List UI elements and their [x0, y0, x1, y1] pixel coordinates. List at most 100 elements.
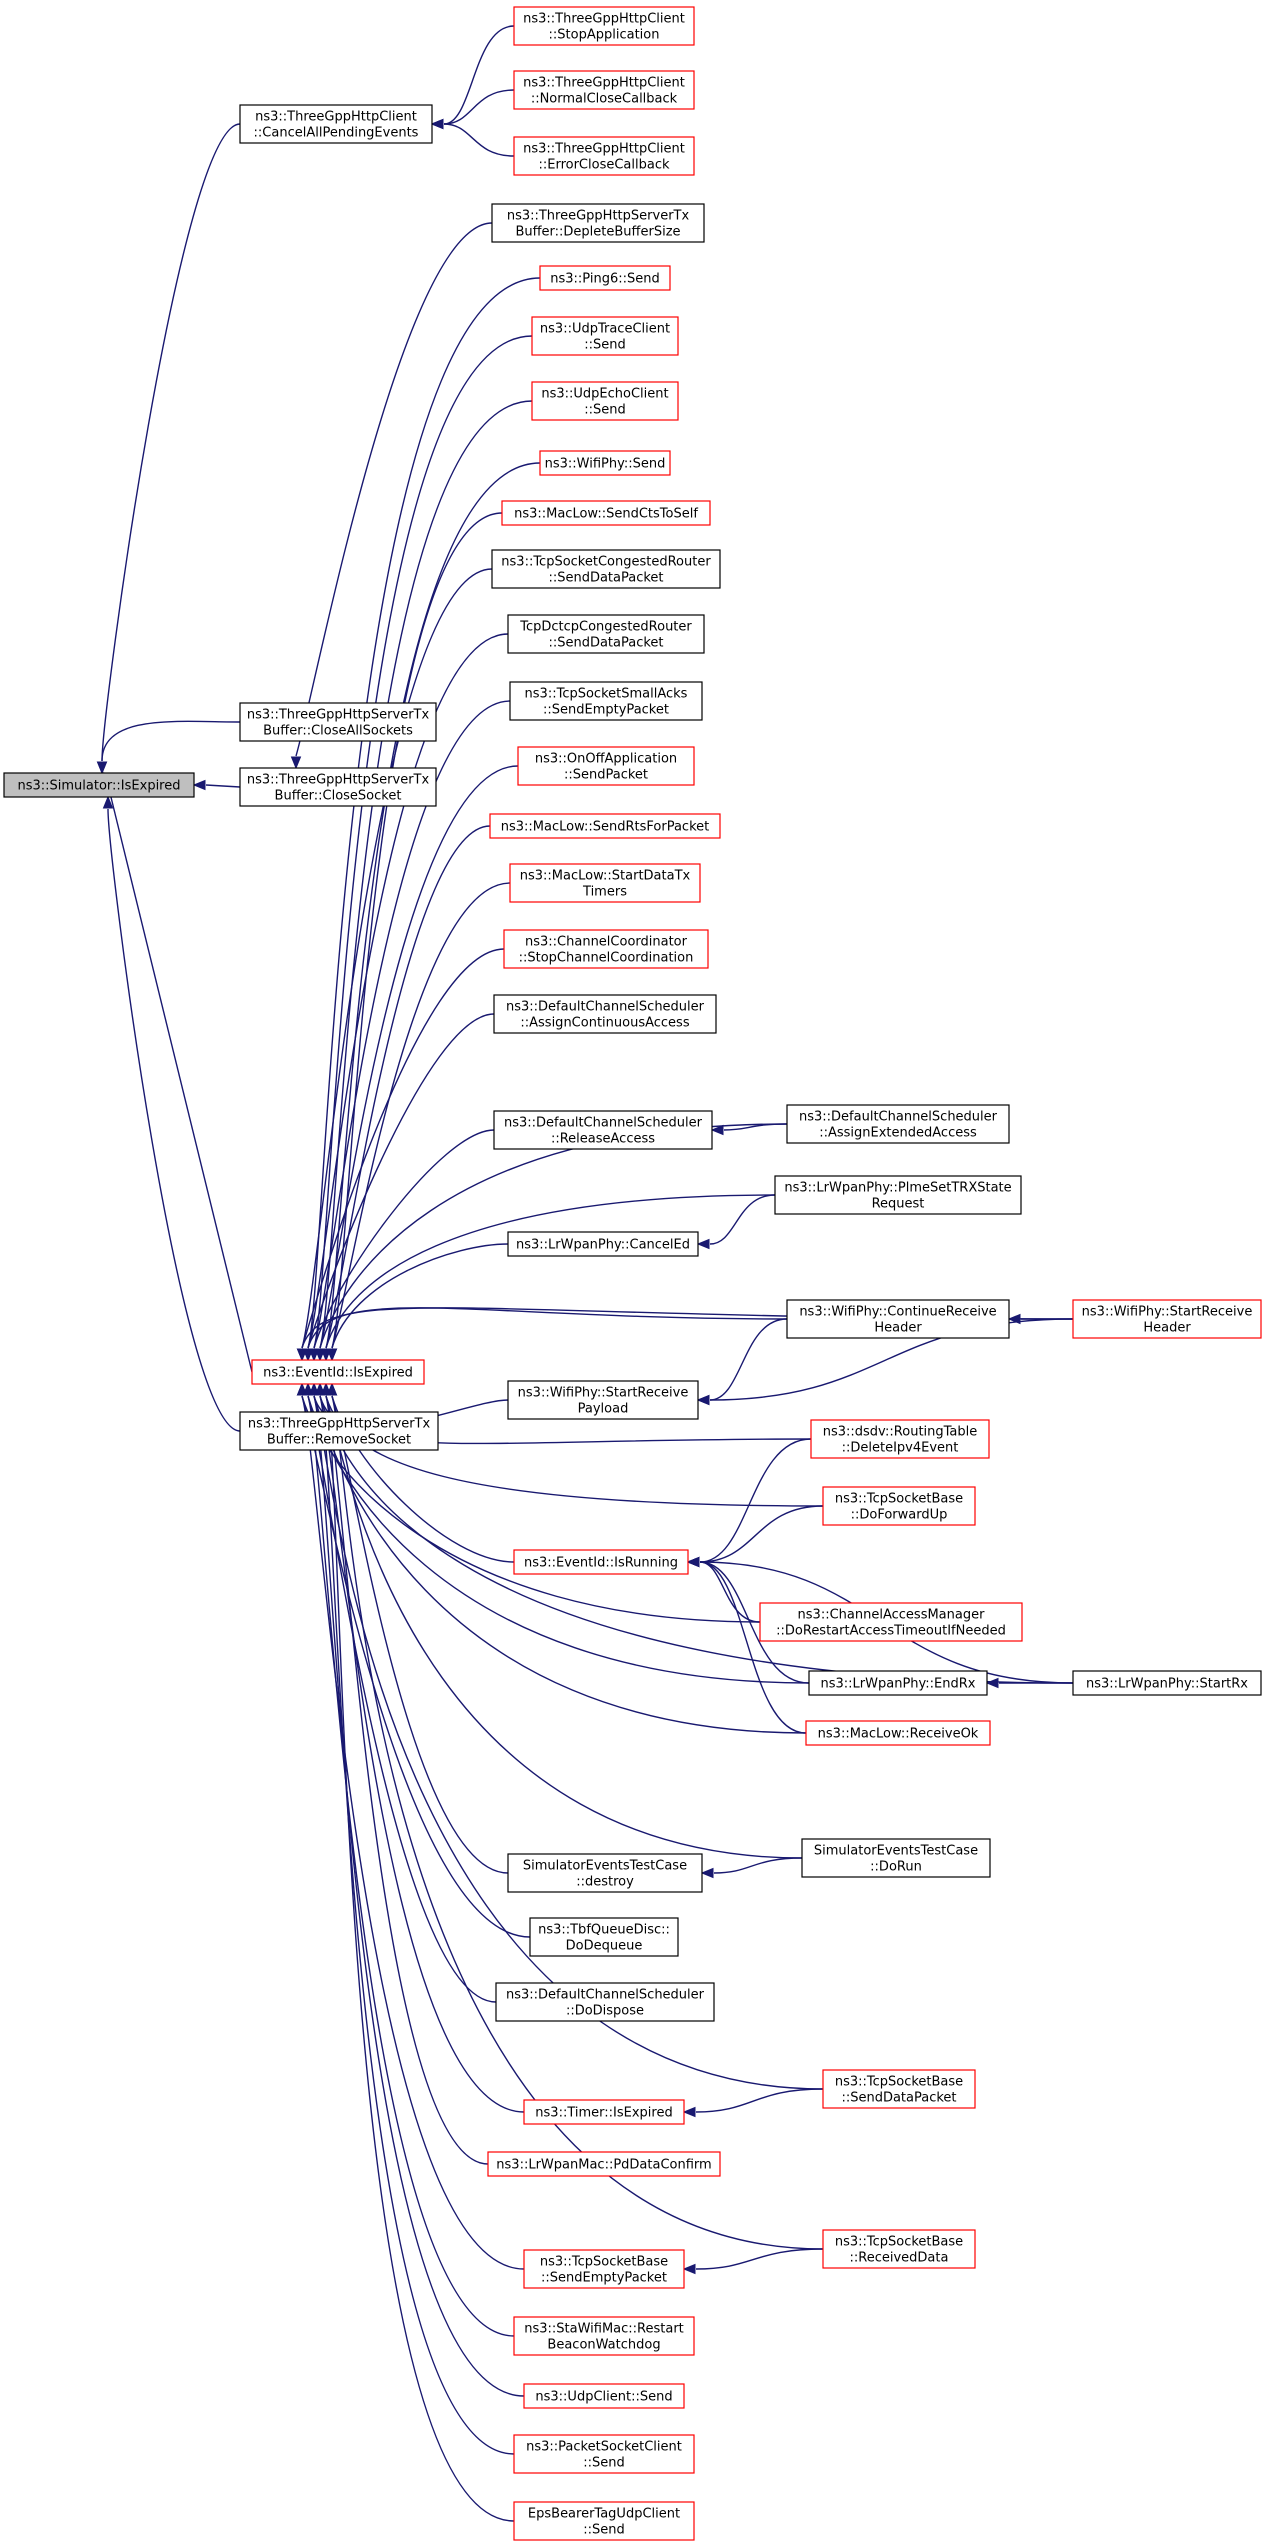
node-cancelAll[interactable]: ns3::ThreeGppHttpClient::CancelAllPendin… — [239, 104, 433, 144]
node-packetSock[interactable]: ns3::PacketSocketClient::Send — [513, 2434, 695, 2474]
node-label: ::DoRun — [870, 1860, 922, 1875]
node-dsdv[interactable]: ns3::dsdv::RoutingTable::DeleteIpv4Event — [810, 1419, 990, 1459]
edge-dctcp-to-evIsExpired — [307, 633, 509, 1349]
node-tbf[interactable]: ns3::TbfQueueDisc::DoDequeue — [529, 1917, 679, 1957]
node-tcpCongested[interactable]: ns3::TcpSocketCongestedRouter::SendDataP… — [491, 549, 721, 589]
edge-timerExpired-to-evIsExpired — [319, 1395, 525, 2113]
node-closeAll[interactable]: ns3::ThreeGppHttpServerTxBuffer::CloseAl… — [239, 702, 437, 742]
node-sendRts[interactable]: ns3::MacLow::SendRtsForPacket — [489, 813, 721, 839]
node-pdData[interactable]: ns3::LrWpanMac::PdDataConfirm — [487, 2151, 721, 2177]
node-receiveOk[interactable]: ns3::MacLow::ReceiveOk — [805, 1720, 991, 1746]
node-timerExpired[interactable]: ns3::Timer::IsExpired — [523, 2099, 685, 2125]
edge-closeSocket-to-root — [205, 784, 241, 788]
node-box — [513, 2434, 695, 2474]
arrowheads-layer — [96, 118, 1021, 2275]
node-errorClose[interactable]: ns3::ThreeGppHttpClient::ErrorCloseCallb… — [513, 136, 695, 176]
node-label: ::DoRestartAccessTimeoutIfNeeded — [776, 1624, 1006, 1639]
nodes-layer: ns3::Simulator::IsExpiredns3::ThreeGppHt… — [3, 6, 1262, 2541]
node-box — [503, 929, 709, 969]
edge-endRx-to-isRunning — [699, 1561, 810, 1684]
node-root[interactable]: ns3::Simulator::IsExpired — [3, 772, 195, 798]
node-release[interactable]: ns3::DefaultChannelScheduler::ReleaseAcc… — [493, 1110, 713, 1150]
node-label: Header — [1143, 1321, 1191, 1336]
node-label: ns3::EventId::IsExpired — [263, 1366, 413, 1381]
arrowhead-startRecvHdr-to-contRecv — [1007, 1313, 1021, 1325]
node-label: ::Send — [584, 338, 626, 353]
node-deplete[interactable]: ns3::ThreeGppHttpServerTxBuffer::Deplete… — [491, 203, 705, 243]
node-tcpRecvData[interactable]: ns3::TcpSocketBase::ReceivedData — [822, 2229, 976, 2269]
node-label: ns3::LrWpanPhy::StartRx — [1086, 1677, 1248, 1692]
node-label: ::CancelAllPendingEvents — [254, 126, 419, 141]
node-label: ns3::ThreeGppHttpServerTx — [247, 708, 430, 723]
node-label: ns3::ChannelAccessManager — [798, 1608, 986, 1623]
arrowhead-deplete-to-closeSocket — [290, 756, 302, 770]
node-epsBearer[interactable]: EpsBearerTagUdpClient::Send — [513, 2501, 695, 2541]
node-isRunning[interactable]: ns3::EventId::IsRunning — [513, 1549, 689, 1575]
node-box — [491, 203, 705, 243]
node-tcpSendData[interactable]: ns3::TcpSocketBase::SendDataPacket — [822, 2069, 976, 2109]
node-udpEcho[interactable]: ns3::UdpEchoClient::Send — [531, 381, 679, 421]
node-endRx[interactable]: ns3::LrWpanPhy::EndRx — [808, 1670, 988, 1696]
node-label: ns3::Ping6::Send — [550, 272, 659, 287]
edge-doDispose-to-evIsExpired — [307, 1395, 497, 2003]
node-simDestroy[interactable]: SimulatorEventsTestCase::destroy — [507, 1853, 703, 1893]
node-label: ns3::Simulator::IsExpired — [17, 779, 180, 794]
node-stopApp[interactable]: ns3::ThreeGppHttpClient::StopApplication — [513, 6, 695, 46]
node-box — [239, 702, 437, 742]
node-chanAccess[interactable]: ns3::ChannelAccessManager::DoRestartAcce… — [759, 1602, 1023, 1642]
node-chanCoord[interactable]: ns3::ChannelCoordinator::StopChannelCoor… — [503, 929, 709, 969]
edge-doForward-to-isRunning — [699, 1505, 824, 1563]
node-evIsExpired[interactable]: ns3::EventId::IsExpired — [251, 1359, 425, 1385]
node-box — [523, 2383, 685, 2409]
node-smallAcks[interactable]: ns3::TcpSocketSmallAcks::SendEmptyPacket — [509, 681, 703, 721]
node-box — [517, 746, 695, 786]
node-label: Buffer::CloseAllSockets — [263, 724, 413, 739]
arrowhead-plme-to-cancelEd — [696, 1238, 710, 1250]
node-label: Header — [874, 1321, 922, 1336]
node-label: ns3::MacLow::SendRtsForPacket — [501, 820, 710, 835]
node-ping6[interactable]: ns3::Ping6::Send — [539, 265, 671, 291]
node-closeSocket[interactable]: ns3::ThreeGppHttpServerTxBuffer::CloseSo… — [239, 767, 437, 807]
node-label: ns3::StaWifiMac::Restart — [524, 2322, 684, 2337]
edge-tcpCongested-to-evIsExpired — [301, 568, 493, 1349]
node-assignCont[interactable]: ns3::DefaultChannelScheduler::AssignCont… — [493, 994, 717, 1034]
node-assignExt[interactable]: ns3::DefaultChannelScheduler::AssignExte… — [786, 1104, 1010, 1144]
node-startRx[interactable]: ns3::LrWpanPhy::StartRx — [1072, 1670, 1262, 1696]
node-removeSocket[interactable]: ns3::ThreeGppHttpServerTxBuffer::RemoveS… — [239, 1411, 439, 1451]
node-label: ns3::ThreeGppHttpServerTx — [247, 773, 430, 788]
node-label: ns3::ThreeGppHttpServerTx — [248, 1417, 431, 1432]
node-cancelEd[interactable]: ns3::LrWpanPhy::CancelEd — [507, 1231, 699, 1257]
node-label: ns3::WifiPhy::Send — [545, 457, 666, 472]
node-normalClose[interactable]: ns3::ThreeGppHttpClient::NormalCloseCall… — [513, 70, 695, 110]
node-box — [539, 450, 671, 476]
node-label: ::destroy — [576, 1875, 634, 1890]
node-wifiSend[interactable]: ns3::WifiPhy::Send — [539, 450, 671, 476]
node-label: SimulatorEventsTestCase — [814, 1844, 978, 1859]
node-label: ns3::UdpEchoClient — [541, 387, 668, 402]
node-box — [531, 381, 679, 421]
node-udpTrace[interactable]: ns3::UdpTraceClient::Send — [531, 316, 679, 356]
node-tcpSendEmpty[interactable]: ns3::TcpSocketBase::SendEmptyPacket — [523, 2249, 685, 2289]
edge-tcpSendData-to-evIsExpired — [313, 1395, 824, 2090]
node-label: ns3::MacLow::ReceiveOk — [818, 1727, 979, 1742]
node-label: ns3::ThreeGppHttpClient — [523, 12, 685, 27]
node-onoff[interactable]: ns3::OnOffApplication::SendPacket — [517, 746, 695, 786]
node-label: ns3::TcpSocketBase — [835, 2235, 963, 2250]
node-label: ns3::PacketSocketClient — [526, 2440, 682, 2455]
node-sendCts[interactable]: ns3::MacLow::SendCtsToSelf — [501, 500, 711, 526]
edge-staWifi-to-evIsExpired — [307, 1395, 515, 2337]
node-dctcp[interactable]: TcpDctcpCongestedRouter::SendDataPacket — [507, 614, 705, 654]
node-box — [507, 1380, 699, 1420]
node-doDispose[interactable]: ns3::DefaultChannelScheduler::DoDispose — [495, 1982, 715, 2022]
node-udpClient[interactable]: ns3::UdpClient::Send — [523, 2383, 685, 2409]
edge-plme-to-evIsExpired — [325, 1194, 776, 1349]
node-simDoRun[interactable]: SimulatorEventsTestCase::DoRun — [801, 1838, 991, 1878]
edge-onoff-to-evIsExpired — [319, 765, 519, 1349]
node-doForward[interactable]: ns3::TcpSocketBase::DoForwardUp — [822, 1486, 976, 1526]
